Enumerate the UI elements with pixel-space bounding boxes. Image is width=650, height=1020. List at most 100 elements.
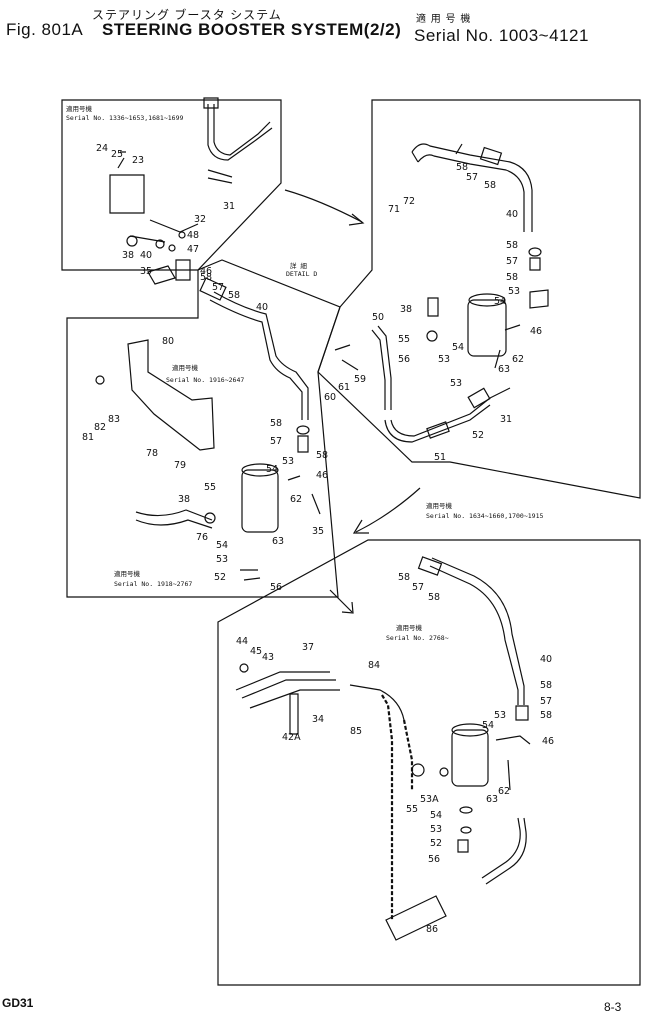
panel3-note-a-jp: 適用号機 [172,364,198,372]
callout: 40 [540,654,553,665]
callout: 53 [450,378,463,389]
callout: 48 [187,230,200,241]
callout: 85 [350,726,363,737]
callout: 54 [482,720,495,731]
callout: 53 [430,824,443,835]
callout: 57 [540,696,553,707]
panel-4-border [218,540,640,985]
callout: 58 [506,272,519,283]
callout: 83 [108,414,121,425]
callout: 23 [132,155,145,166]
arrow-to-panel3 [356,488,420,532]
panel-1-border [62,100,281,270]
callout: 40 [140,250,153,261]
callout: 54 [430,810,443,821]
callout: 62 [498,786,511,797]
callout: 58 [506,240,519,251]
callout: 57 [270,436,283,447]
callout: 58 [540,680,553,691]
panel1-note-serial: Serial No. 1336~1653,1681~1699 [66,114,184,122]
callout: 53A [420,794,439,805]
callout: 54 [216,540,229,551]
callout: 78 [146,448,159,459]
panel3-note-a-serial: Serial No. 1916~2647 [166,376,245,384]
callout: 24 [96,143,109,154]
callout: 53 [438,354,451,365]
callout: 52 [430,838,443,849]
callout: 31 [223,201,236,212]
callout: 40 [256,302,269,313]
callout: 80 [162,336,175,347]
callout: 45 [250,646,263,657]
callout: 57 [466,172,479,183]
callout: 38 [178,494,191,505]
callout: 38 [400,304,413,315]
callout: 58 [428,592,441,603]
callout: 56 [398,354,411,365]
applicable-serials: Serial No. 1003~4121 [414,26,589,45]
callout: 81 [82,432,95,443]
figure-number: Fig. 801A [6,20,84,39]
callout: 47 [187,244,200,255]
callout: 57 [506,256,519,267]
callout: 35 [140,266,153,277]
panel3-note-b-jp: 適用号機 [114,570,140,578]
arrow-to-panel4 [330,590,352,612]
callout: 31 [500,414,513,425]
callout: 37 [302,642,315,653]
callout: 57 [412,582,425,593]
callout: 46 [200,266,213,277]
callout: 53 [508,286,521,297]
callout: 54 [452,342,465,353]
panel-3-border [67,260,340,597]
callout: 58 [540,710,553,721]
callout: 46 [530,326,543,337]
callout: 54 [494,296,507,307]
callout: 55 [398,334,411,345]
callout: 52 [472,430,485,441]
callout: 59 [354,374,367,385]
callout: 72 [403,196,416,207]
callout: 79 [174,460,187,471]
page-number: 8-3 [604,1000,622,1014]
panel4-note-serial: Serial No. 2768~ [386,634,449,642]
callout: 58 [228,290,241,301]
detail-note-label: DETAIL D [286,270,318,278]
title-japanese: ステアリング ブースタ システム [92,8,282,22]
callout: 34 [312,714,325,725]
callout: 56 [270,582,283,593]
callout: 58 [484,180,497,191]
callout: 60 [324,392,337,403]
callout: 40 [506,209,519,220]
callout: 62 [290,494,303,505]
callout: 35 [312,526,325,537]
panel4-note-jp: 適用号機 [396,624,422,632]
callout: 50 [372,312,385,323]
callout: 46 [316,470,329,481]
callout: 42A [282,732,301,743]
callout: 25 [111,149,124,160]
callout: 55 [406,804,419,815]
callout: 86 [426,924,439,935]
callout: 58 [398,572,411,583]
callout: 82 [94,422,107,433]
callout: 61 [338,382,351,393]
callout: 53 [494,710,507,721]
callout: 58 [200,272,213,283]
callout: 58 [270,418,283,429]
callout: 53 [282,456,295,467]
page-title: STEERING BOOSTER SYSTEM(2/2) [102,20,402,39]
callout: 63 [486,794,499,805]
callout: 76 [196,532,209,543]
callout: 57 [212,282,225,293]
model-code: GD31 [2,996,34,1010]
detail-note-jp: 詳 細 [290,262,307,270]
callout: 46 [542,736,555,747]
callout: 55 [204,482,217,493]
callout: 58 [456,162,469,173]
callout: 56 [428,854,441,865]
callout: 71 [388,204,401,215]
panel-2-border [318,100,640,498]
callout: 32 [194,214,207,225]
